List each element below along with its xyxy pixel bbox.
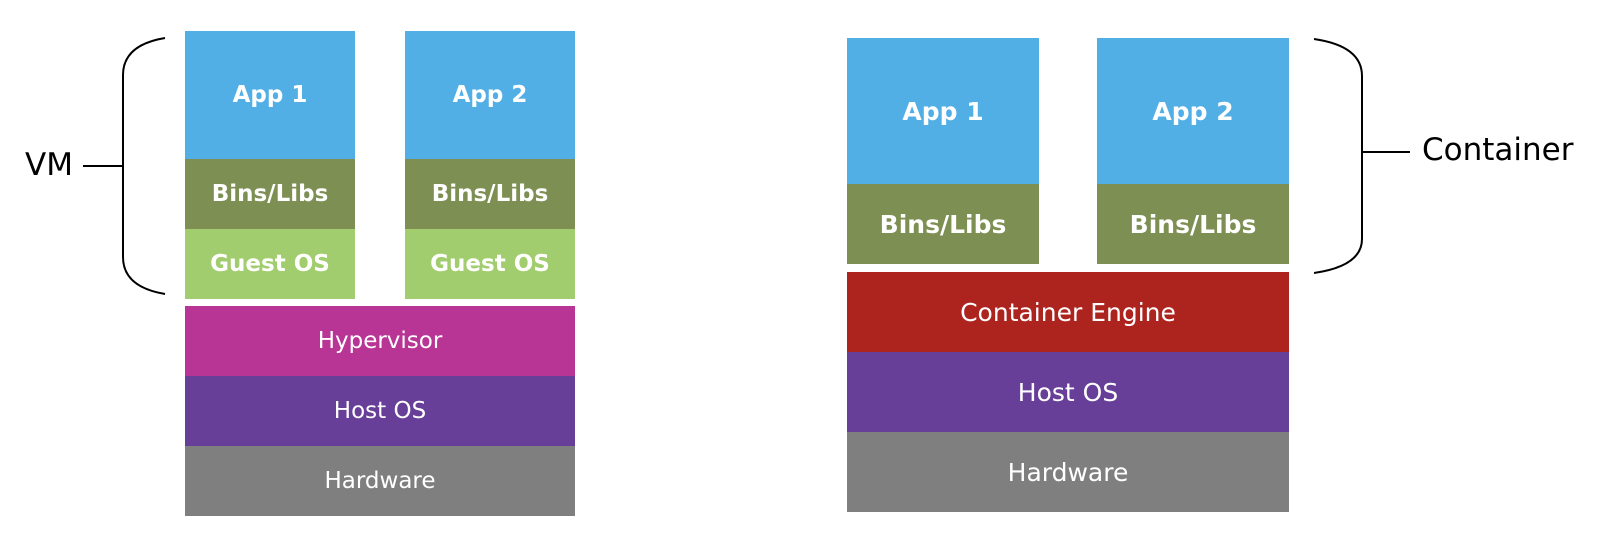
container-bins1-block: Bins/Libs <box>847 184 1039 264</box>
container-host-os-block: Host OS <box>847 352 1289 432</box>
vm-app2-block: App 2 <box>405 31 575 159</box>
container-app2-block: App 2 <box>1097 38 1289 184</box>
container-bins2-block: Bins/Libs <box>1097 184 1289 264</box>
vm-bins1-block: Bins/Libs <box>185 159 355 229</box>
vm-guestos2-block: Guest OS <box>405 229 575 299</box>
container-label: Container <box>1422 132 1574 168</box>
container-brace <box>1313 38 1410 274</box>
vm-hardware-block: Hardware <box>185 446 575 516</box>
container-app1-block: App 1 <box>847 38 1039 184</box>
vm-app1-block: App 1 <box>185 31 355 159</box>
vm-label: VM <box>25 147 73 183</box>
container-hardware-block: Hardware <box>847 432 1289 512</box>
vm-guestos1-block: Guest OS <box>185 229 355 299</box>
hypervisor-block: Hypervisor <box>185 306 575 376</box>
vm-host-os-block: Host OS <box>185 376 575 446</box>
vm-bins2-block: Bins/Libs <box>405 159 575 229</box>
container-engine-block: Container Engine <box>847 272 1289 352</box>
vm-brace <box>83 37 166 295</box>
